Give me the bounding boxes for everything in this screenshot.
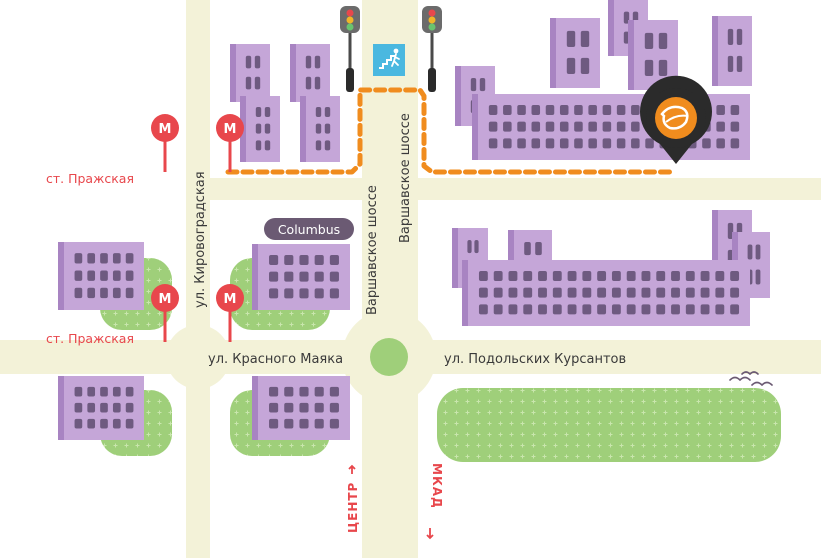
metro-letter: М: [224, 122, 237, 137]
direction-center: ЦЕНТР: [346, 464, 360, 533]
pedestrian-crossing-icon: [373, 44, 405, 76]
traffic-light-icon: [422, 6, 442, 92]
roundabout-left-junction: [166, 325, 230, 389]
building: [252, 376, 350, 440]
walking-route: [225, 87, 675, 175]
building: [240, 96, 280, 162]
metro-icon[interactable]: М: [151, 114, 179, 172]
park-large: [437, 388, 781, 462]
building: [462, 260, 750, 326]
metro-icon[interactable]: М: [216, 284, 244, 342]
building: [230, 44, 270, 102]
station-label-prazhskaya: ст. Пражская: [46, 171, 134, 186]
street-label-krasnogo-mayaka: ул. Красного Маяка: [208, 352, 343, 367]
road-varshavskoe: [362, 0, 418, 558]
road-kirovogradskaya: [186, 0, 210, 558]
street-label-podolskikh-kursantov: ул. Подольских Курсантов: [444, 352, 626, 367]
building: [58, 242, 144, 310]
metro-letter: М: [159, 292, 172, 307]
road-north-service: [210, 178, 821, 200]
birds-icon: [729, 371, 773, 387]
street-label-varshavskoe: Варшавское шоссе: [365, 185, 380, 315]
direction-label-center: ЦЕНТР: [346, 482, 360, 533]
building: [712, 16, 752, 86]
street-label-kirovogradskaya: ул. Кировоградская: [193, 171, 208, 308]
building: [300, 96, 340, 162]
street-label-varshavskoe: Варшавское шоссе: [398, 113, 413, 243]
direction-label-mkad: МКАД: [430, 463, 444, 509]
building: [550, 18, 600, 88]
roundabout-island: [370, 338, 408, 376]
direction-mkad: МКАД: [426, 463, 444, 540]
metro-icon[interactable]: М: [151, 284, 179, 342]
building: [252, 244, 350, 310]
traffic-light-icon: [340, 6, 360, 92]
landmark-columbus[interactable]: Columbus: [264, 218, 354, 240]
metro-icon[interactable]: М: [216, 114, 244, 172]
building: [290, 44, 330, 102]
metro-letter: М: [224, 292, 237, 307]
metro-letter: М: [159, 122, 172, 137]
road-podolskikh-kursantov: [410, 340, 821, 374]
building: [58, 376, 144, 440]
landmark-label: Columbus: [278, 222, 340, 237]
location-pin-icon[interactable]: [640, 75, 712, 164]
station-label-prazhskaya: ст. Пражская: [46, 331, 134, 346]
